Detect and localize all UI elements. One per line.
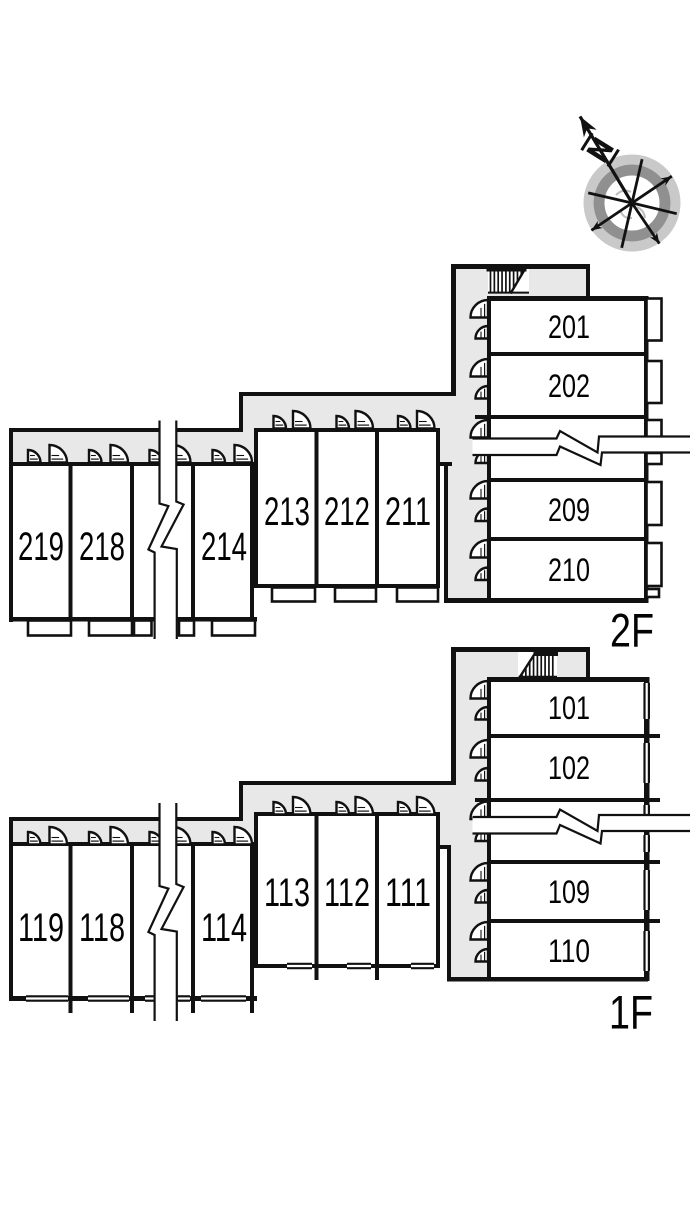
svg-text:114: 114 <box>201 906 247 950</box>
svg-text:202: 202 <box>548 368 590 404</box>
svg-text:2F: 2F <box>610 604 654 657</box>
svg-text:113: 113 <box>264 871 310 915</box>
svg-text:213: 213 <box>264 490 310 534</box>
svg-text:1F: 1F <box>609 986 653 1039</box>
svg-text:101: 101 <box>548 690 590 726</box>
svg-text:102: 102 <box>548 750 590 786</box>
svg-text:110: 110 <box>548 933 590 969</box>
svg-text:219: 219 <box>18 525 64 569</box>
svg-text:212: 212 <box>324 490 370 534</box>
svg-text:210: 210 <box>548 552 590 588</box>
svg-text:218: 218 <box>79 525 125 569</box>
svg-text:209: 209 <box>548 492 590 528</box>
svg-text:112: 112 <box>324 871 370 915</box>
svg-text:201: 201 <box>548 309 590 345</box>
svg-text:214: 214 <box>201 525 247 569</box>
svg-text:211: 211 <box>385 490 431 534</box>
svg-text:109: 109 <box>548 874 590 910</box>
svg-text:111: 111 <box>385 871 431 915</box>
svg-text:119: 119 <box>18 906 64 950</box>
svg-text:118: 118 <box>79 906 125 950</box>
